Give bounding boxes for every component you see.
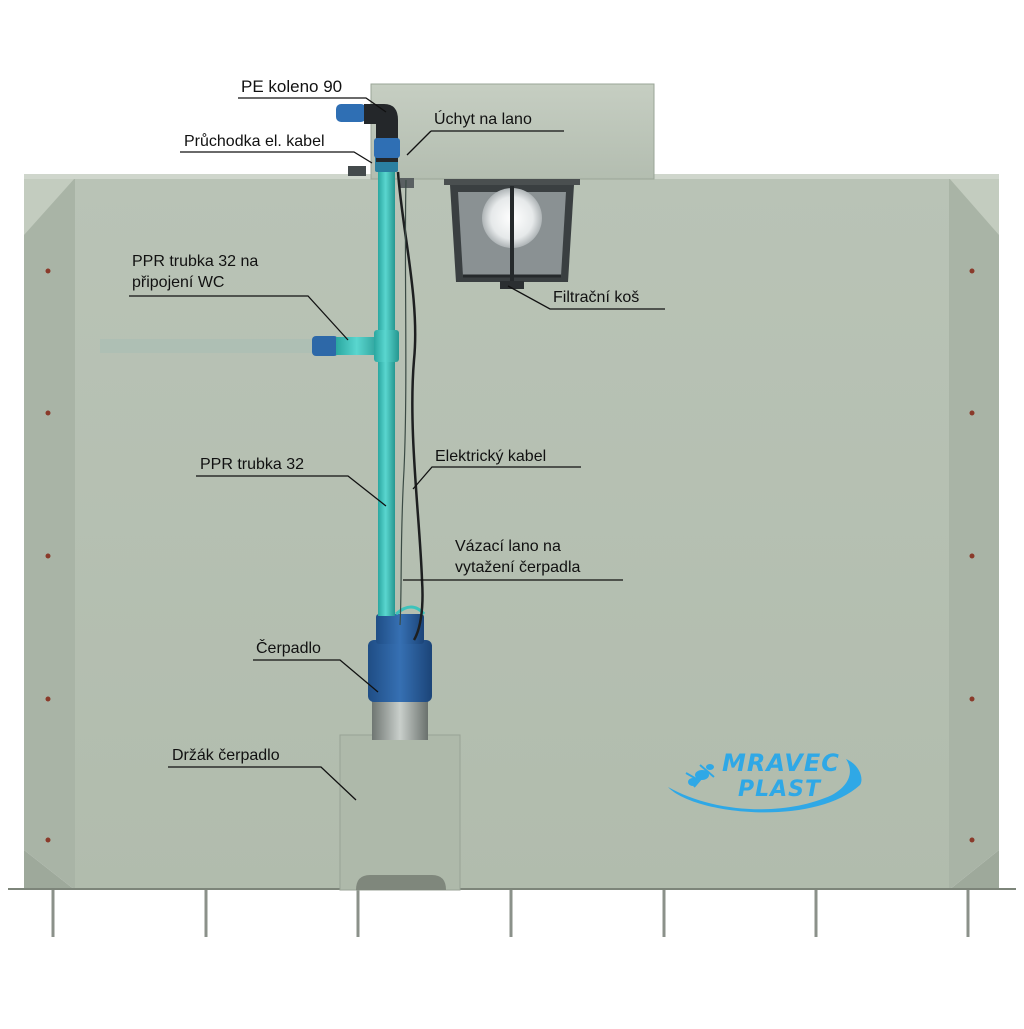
label-ppr-pipe: PPR trubka 32 [200, 456, 305, 473]
label-pump-holder: Držák čerpadlo [172, 747, 280, 764]
logo-text-line1: MRAVEC [722, 749, 840, 777]
label-rope-line1: Vázací lano na [455, 538, 561, 555]
tank-right-corner [949, 176, 999, 235]
label-ppr-wc: PPR trubka 32 na připojení WC [132, 251, 258, 293]
callout-line-ppr-wc [129, 295, 349, 341]
tank-back-wall [75, 178, 949, 890]
cable-gland [348, 166, 414, 188]
callout-line-rope-holder-tick [406, 130, 432, 156]
callout-line-pump [253, 659, 379, 693]
label-electric-cable: Elektrický kabel [435, 448, 547, 465]
callout-line-filter-basket [507, 285, 665, 310]
label-filter-basket: Filtrační koš [553, 289, 640, 306]
lifting-rope [399, 179, 407, 626]
tank-left-wall [24, 176, 75, 890]
logo-swoosh [668, 759, 862, 813]
tank [8, 174, 1016, 937]
tank-left-corner [24, 176, 75, 235]
ppr-pipe [374, 156, 399, 616]
tank-right-wall [949, 176, 999, 890]
callout-line-ppr-pipe [196, 475, 387, 507]
label-cable-gland: Průchodka el. kabel [184, 133, 325, 150]
callout-line-electric-cable [412, 466, 581, 490]
label-rope: Vázací lano na vytažení čerpadla [455, 536, 580, 578]
label-pe-elbow: PE koleno 90 [241, 77, 343, 96]
pe-elbow [336, 104, 400, 162]
label-rope-holder: Úchyt na lano [434, 111, 532, 128]
filter-basket [444, 179, 580, 289]
label-rope-line2: vytažení čerpadla [455, 559, 581, 576]
pump [368, 605, 432, 740]
electric-cable [396, 171, 424, 641]
callout-line-cable-gland [180, 151, 373, 164]
pump-holder [339, 734, 461, 891]
tank-legs [51, 890, 970, 937]
mravec-plast-logo: MRAVEC PLAST [664, 735, 870, 830]
callout-line-pe-elbow [238, 97, 387, 113]
label-ppr-wc-line1: PPR trubka 32 na [132, 253, 259, 270]
label-pump: Čerpadlo [256, 640, 321, 657]
logo-text-line2: PLAST [738, 777, 822, 802]
label-ppr-wc-line2: připojení WC [132, 274, 225, 291]
ant-icon [685, 764, 715, 788]
wc-pipe [100, 336, 382, 356]
callout-line-pump-holder [168, 766, 357, 801]
wall-rivets [45, 268, 975, 843]
callout-lines [129, 97, 665, 801]
